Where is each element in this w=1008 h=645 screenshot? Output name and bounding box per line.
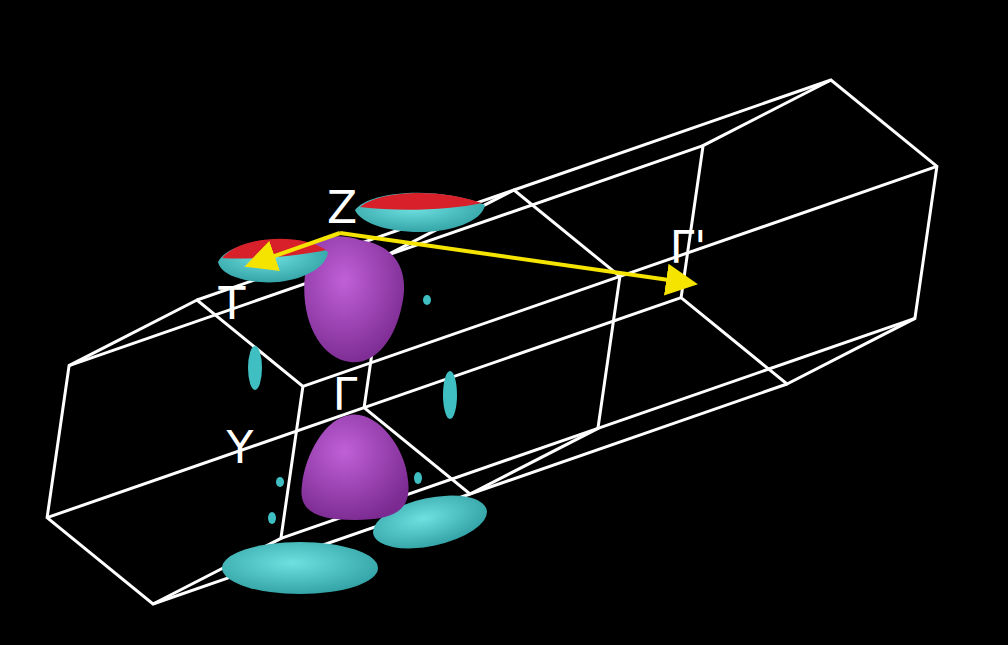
point-label: T: [219, 282, 246, 326]
zone-face: [364, 190, 620, 494]
point-label: Γ': [670, 226, 707, 270]
point-label: Γ: [333, 373, 358, 417]
point-label: Y: [227, 426, 254, 470]
zone-edge: [364, 298, 681, 408]
fermi-surface: [218, 193, 492, 594]
zone-wireframe: [47, 80, 937, 604]
vector-arrows: [252, 233, 690, 283]
zone-edge: [470, 384, 787, 494]
point-label: Z: [327, 186, 357, 230]
zone-edge: [514, 80, 831, 190]
zone-edge: [620, 166, 937, 276]
zone-edge: [598, 318, 915, 428]
zone-face: [681, 80, 937, 384]
